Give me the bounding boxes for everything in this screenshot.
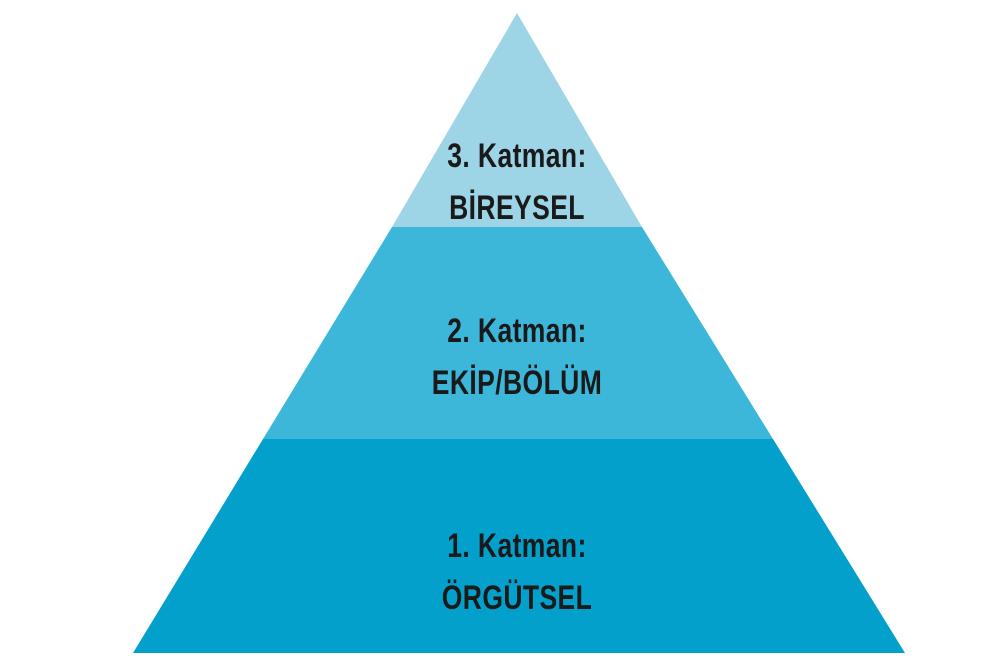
layer-3-label: 3. Katman: BİREYSEL	[377, 130, 658, 234]
layer-3-title: 3. Katman:	[447, 137, 587, 175]
layer-3-name: BİREYSEL	[449, 189, 585, 227]
layer-2-segment	[263, 227, 773, 439]
layer-2-label: 2. Katman: EKİP/BÖLÜM	[377, 305, 658, 409]
layer-1-name: ÖRGÜTSEL	[441, 579, 593, 617]
layer-1-segment	[133, 439, 905, 653]
layer-3-segment	[392, 13, 642, 227]
layer-1-title: 1. Katman:	[447, 527, 587, 565]
layer-1-label: 1. Katman: ÖRGÜTSEL	[377, 520, 658, 624]
layer-2-name: EKİP/BÖLÜM	[431, 364, 603, 402]
layer-2-title: 2. Katman:	[447, 312, 587, 350]
